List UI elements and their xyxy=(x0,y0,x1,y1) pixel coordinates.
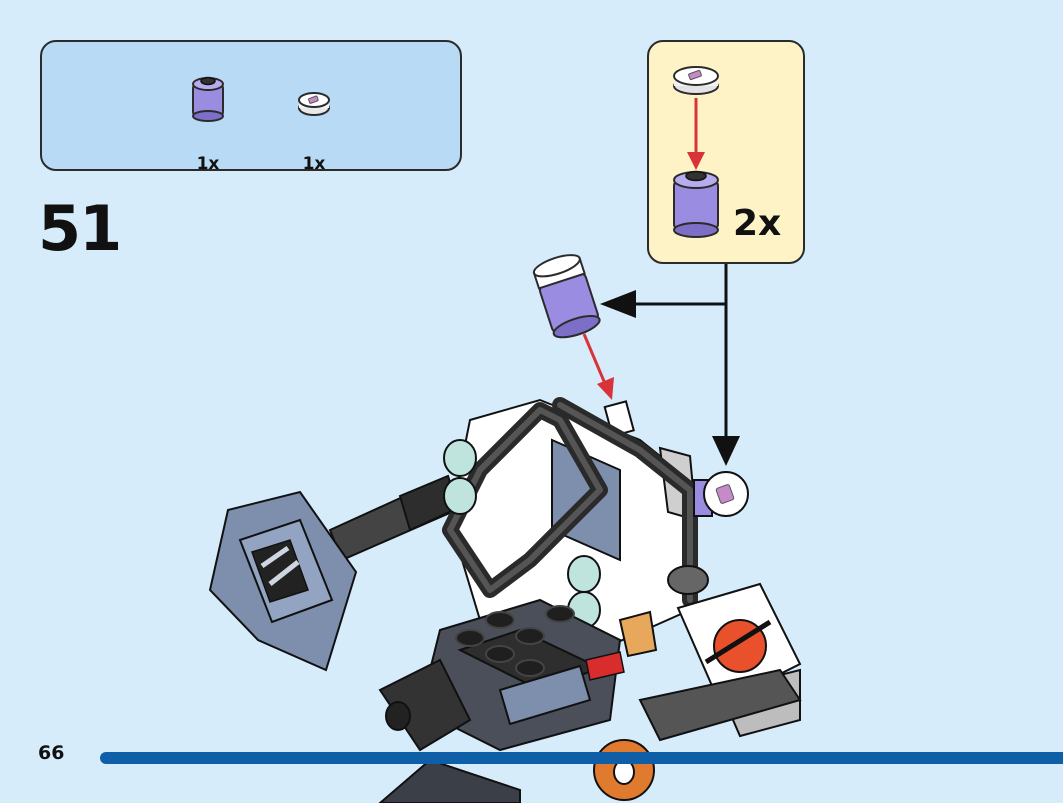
arrow-down-icon xyxy=(712,436,740,466)
page-number: 66 xyxy=(38,742,65,764)
robot-lower-body xyxy=(378,598,802,803)
subassembly-quantity: 2x xyxy=(733,203,782,244)
step-number: 51 xyxy=(38,192,122,265)
round-brick-lavender-icon xyxy=(673,170,719,238)
parts-list-quantity: 1x xyxy=(302,154,326,174)
black-plate-studs xyxy=(455,605,575,677)
parts-list-quantity: 1x xyxy=(196,154,220,174)
subassembly-illustration xyxy=(673,66,719,238)
parts-list-item-printed-tile: 1x xyxy=(286,70,342,180)
parts-list-box: 1x 1x xyxy=(40,40,462,174)
subassembly-callout-box xyxy=(647,40,805,264)
progress-bar xyxy=(100,752,1063,764)
arrow-left-icon xyxy=(600,290,636,318)
printed-round-tile-white-icon xyxy=(298,92,330,116)
target-round-tile-icon xyxy=(693,471,749,517)
red-placement-arrow-icon xyxy=(687,98,705,170)
round-brick-lavender-icon xyxy=(192,76,224,122)
black-tube-frame xyxy=(442,397,698,608)
hammer-arm xyxy=(208,474,460,672)
callout-arrows xyxy=(600,264,740,466)
printed-round-tile-white-icon xyxy=(673,66,719,95)
floating-round-brick-subassembly xyxy=(532,254,601,339)
parts-list-item-round-brick: 1x xyxy=(180,70,236,180)
red-placement-arrow-icon xyxy=(582,333,614,400)
